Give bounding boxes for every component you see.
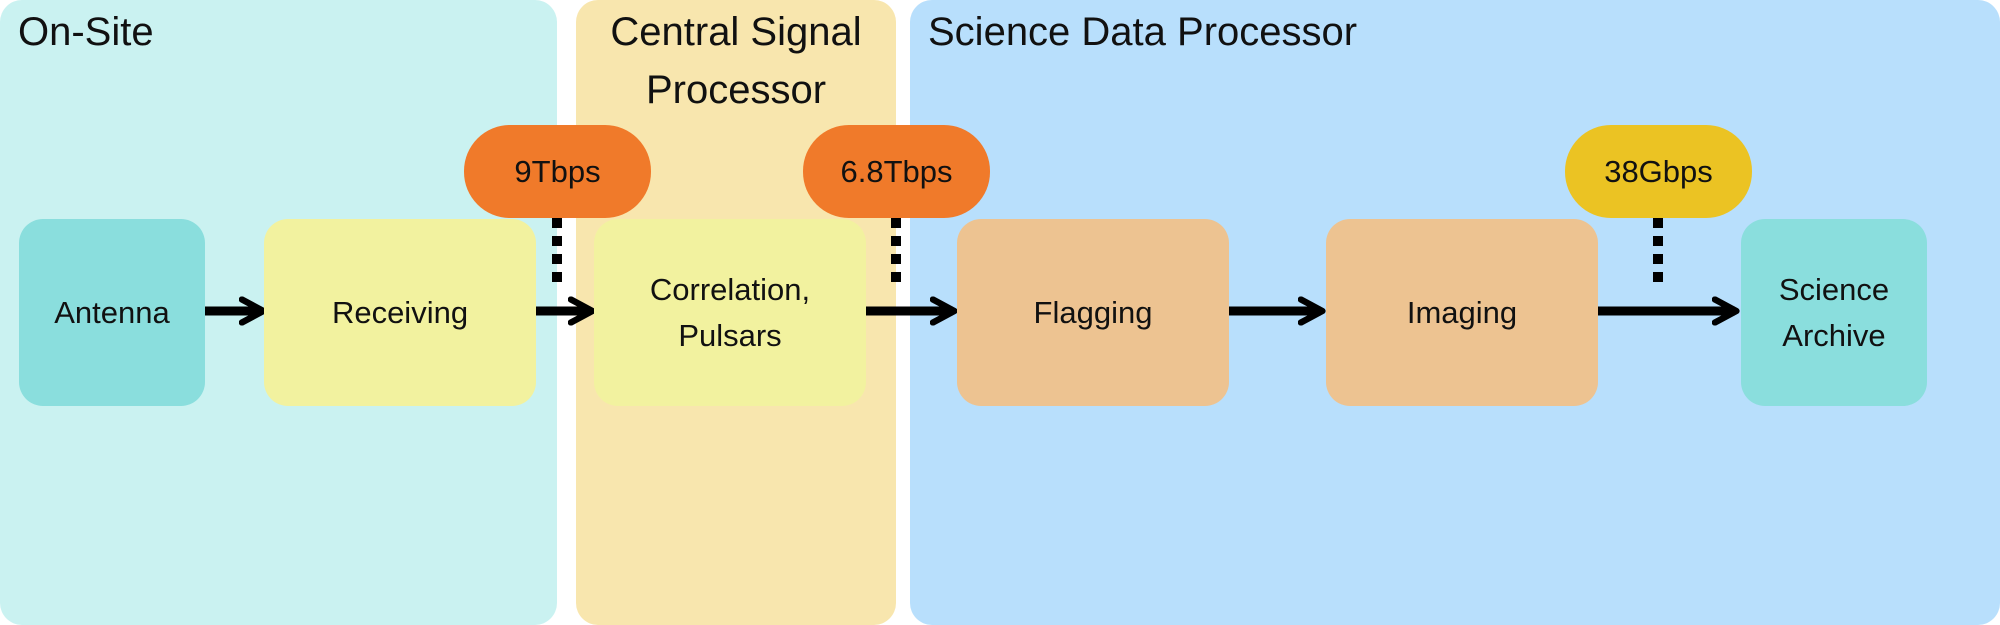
node-receiving: Receiving (264, 219, 536, 406)
node-correlation-pulsars: Correlation, Pulsars (594, 219, 866, 406)
node-science-archive: Science Archive (1741, 219, 1927, 406)
region-title-science-data-processor: Science Data Processor (928, 10, 1358, 54)
data-rate-badge-correlation: 6.8Tbps (803, 125, 990, 218)
region-title-on-site: On-Site (18, 10, 154, 54)
data-rate-badge-receiving: 9Tbps (464, 125, 651, 218)
data-rate-badge-archive: 38Gbps (1565, 125, 1752, 218)
node-flagging: Flagging (957, 219, 1229, 406)
node-imaging: Imaging (1326, 219, 1598, 406)
region-title-central-signal-processor: Central Signal Processor (610, 10, 862, 112)
node-antenna: Antenna (19, 219, 205, 406)
